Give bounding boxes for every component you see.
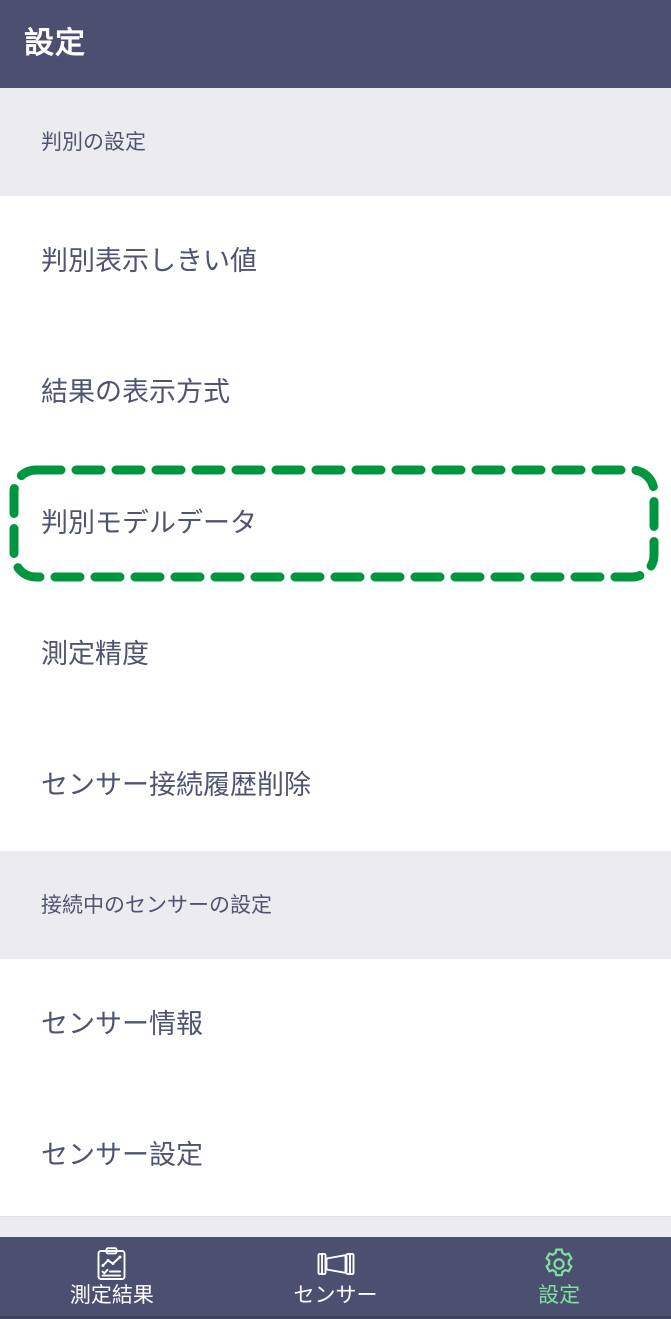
nav-item-label: センサー xyxy=(293,1284,378,1307)
section-header-label: 接続中のセンサーの設定 xyxy=(41,893,272,917)
list-item-model-data[interactable]: 判別モデルデータ xyxy=(0,458,671,589)
clipboard-chart-icon xyxy=(96,1247,127,1281)
list-item-sensor-info[interactable]: センサー情報 xyxy=(0,959,671,1090)
nav-item-label: 設定 xyxy=(538,1284,581,1307)
section-header-label: 判別の設定 xyxy=(41,130,146,154)
list-item-label: 測定精度 xyxy=(41,639,149,669)
nav-item-results[interactable]: 測定結果 xyxy=(0,1237,224,1316)
list-item-threshold[interactable]: 判別表示しきい値 xyxy=(0,196,671,327)
nav-item-label: 測定結果 xyxy=(69,1284,154,1307)
list-item-measurement-accuracy[interactable]: 測定精度 xyxy=(0,589,671,720)
section-header-connected-sensor-settings: 接続中のセンサーの設定 xyxy=(0,851,671,959)
list-item-delete-sensor-history[interactable]: センサー接続履歴削除 xyxy=(0,720,671,851)
list-item-label: センサー接続履歴削除 xyxy=(41,770,311,800)
section-header-discrimination-settings: 判別の設定 xyxy=(0,88,671,196)
list-item-label: センサー情報 xyxy=(41,1009,203,1039)
nav-item-sensor[interactable]: センサー xyxy=(224,1237,448,1316)
page-title: 設定 xyxy=(24,27,86,60)
app-header: 設定 xyxy=(0,0,671,88)
settings-list[interactable]: 判別の設定 判別表示しきい値 結果の表示方式 判別モデルデータ 測定精度 センサ… xyxy=(0,88,671,1216)
list-item-label: 判別表示しきい値 xyxy=(41,246,257,276)
list-item-sensor-settings[interactable]: センサー設定 xyxy=(0,1090,671,1216)
list-item-label: センサー設定 xyxy=(41,1140,203,1170)
list-item-label: 判別モデルデータ xyxy=(41,508,257,538)
list-item-label: 結果の表示方式 xyxy=(41,377,230,407)
bottom-navigation-bar: 測定結果 センサー 設定 xyxy=(0,1237,671,1319)
bottom-nav-separator xyxy=(0,1215,671,1237)
sensor-module-icon xyxy=(317,1247,355,1281)
list-item-result-display-mode[interactable]: 結果の表示方式 xyxy=(0,327,671,458)
gear-icon xyxy=(542,1247,576,1281)
nav-item-settings[interactable]: 設定 xyxy=(447,1237,671,1316)
